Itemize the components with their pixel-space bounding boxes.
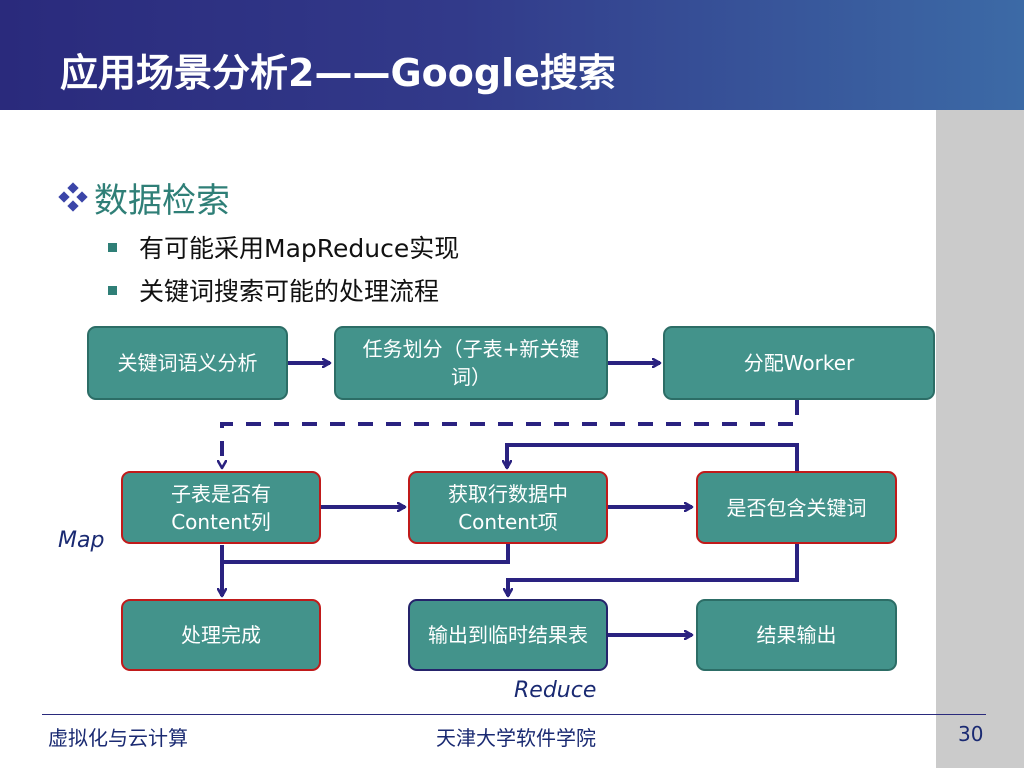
title-bar: 应用场景分析2——Google搜索: [0, 0, 1024, 110]
side-band: [936, 110, 1024, 768]
loop-arrow-n6-n5: [507, 443, 799, 472]
node-get-content-item: 获取行数据中Content项: [408, 471, 608, 544]
bullet-level2-text: 关键词搜索可能的处理流程: [139, 277, 440, 306]
footer-school: 天津大学软件学院: [436, 726, 596, 750]
reduce-label: Reduce: [514, 678, 597, 703]
square-bullet-icon: [108, 285, 117, 295]
bullet-level2-text: 有可能采用MapReduce实现: [139, 234, 460, 263]
diamond-bullet-icon: [58, 182, 88, 212]
footer-divider: [42, 714, 986, 715]
page-number: 30: [958, 722, 984, 746]
node-task-partition: 任务划分（子表+新关键词）: [334, 326, 608, 400]
bullet-level1: 数据检索: [58, 172, 230, 222]
arrow-n6-n8: [508, 544, 799, 596]
node-result-output: 结果输出: [696, 599, 897, 671]
node-contains-keyword: 是否包含关键词: [696, 471, 897, 544]
square-bullet-icon: [108, 242, 117, 252]
bullet-level2: 关键词搜索可能的处理流程: [108, 270, 439, 310]
bullet-level1-text: 数据检索: [94, 180, 230, 221]
map-label: Map: [58, 528, 105, 553]
node-assign-worker: 分配Worker: [663, 326, 935, 400]
node-output-temp-table: 输出到临时结果表: [408, 599, 608, 671]
node-subtable-has-content: 子表是否有Content列: [121, 471, 321, 544]
slide-title: 应用场景分析2——Google搜索: [60, 51, 616, 95]
dashed-arrow-n3-n4: [222, 400, 799, 468]
node-processing-complete: 处理完成: [121, 599, 321, 671]
footer-course: 虚拟化与云计算: [48, 726, 188, 750]
node-keyword-semantic-analysis: 关键词语义分析: [87, 326, 288, 400]
loop-arrow-to-n4-n7: [222, 544, 510, 564]
bullet-level2: 有可能采用MapReduce实现: [108, 227, 459, 267]
